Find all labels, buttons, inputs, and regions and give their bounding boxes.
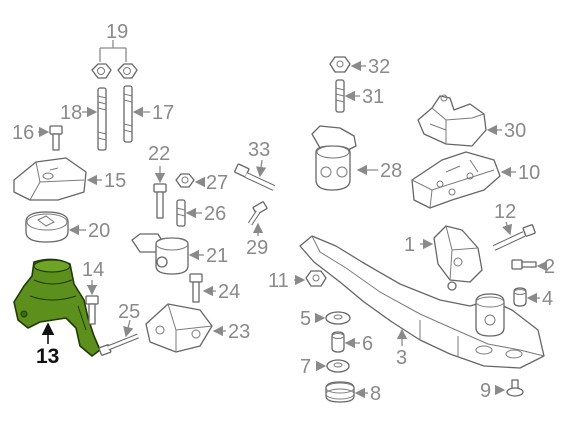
part-15-bracket[interactable] <box>13 157 87 201</box>
callout-23[interactable]: 23 <box>228 321 250 343</box>
part-11-nut[interactable] <box>305 270 327 287</box>
callout-8[interactable]: 8 <box>370 383 381 405</box>
part-31-stud[interactable] <box>335 79 345 113</box>
callout-16[interactable]: 16 <box>12 122 34 144</box>
part-12-bolt[interactable] <box>492 224 536 251</box>
callout-25[interactable]: 25 <box>118 301 140 323</box>
part-16-bolt[interactable] <box>49 125 63 151</box>
part-26-stud[interactable] <box>176 199 186 227</box>
callout-5[interactable]: 5 <box>300 308 311 330</box>
callout-7[interactable]: 7 <box>300 356 311 378</box>
part-3-rear-mount[interactable] <box>475 293 505 337</box>
part-29-bolt[interactable] <box>247 201 268 226</box>
part-6-bushing[interactable] <box>331 331 345 353</box>
callout-32[interactable]: 32 <box>368 56 390 78</box>
callout-31[interactable]: 31 <box>362 86 384 108</box>
callout-13[interactable]: 13 <box>36 345 59 368</box>
callout-29[interactable]: 29 <box>246 237 268 259</box>
callout-22[interactable]: 22 <box>148 143 170 165</box>
part-8-insulator[interactable] <box>325 381 355 403</box>
part-25-bolt[interactable] <box>98 333 139 356</box>
part-30-bracket[interactable] <box>417 94 487 147</box>
callout-21[interactable]: 21 <box>206 245 228 267</box>
part-19-nuts[interactable] <box>91 63 138 79</box>
callout-19[interactable]: 19 <box>106 21 128 43</box>
part-14-bolt[interactable] <box>85 295 99 325</box>
part-13-engine-mount[interactable] <box>13 258 101 357</box>
part-20-pad[interactable] <box>25 211 69 243</box>
part-27-nut[interactable] <box>175 173 195 188</box>
callout-4[interactable]: 4 <box>542 288 553 310</box>
callout-9[interactable]: 9 <box>480 380 491 402</box>
part-21-mount[interactable] <box>131 233 189 275</box>
part-22-bolt[interactable] <box>153 183 167 219</box>
callout-1[interactable]: 1 <box>404 234 415 256</box>
part-18-stud[interactable] <box>97 87 107 151</box>
callout-30[interactable]: 30 <box>504 120 526 142</box>
part-24-bolt[interactable] <box>189 273 203 303</box>
callout-26[interactable]: 26 <box>204 203 226 225</box>
callout-2[interactable]: 2 <box>544 256 555 278</box>
part-7-washer[interactable] <box>326 359 350 373</box>
callout-10[interactable]: 10 <box>518 162 540 184</box>
callout-3[interactable]: 3 <box>396 347 407 369</box>
leader-19 <box>99 40 127 62</box>
part-28-mount[interactable] <box>311 125 357 191</box>
callout-28[interactable]: 28 <box>380 160 402 182</box>
leader-33 <box>255 159 267 178</box>
callout-24[interactable]: 24 <box>218 281 240 303</box>
part-9-pin[interactable] <box>506 379 524 397</box>
leader-12 <box>502 221 513 236</box>
callout-18[interactable]: 18 <box>60 102 82 124</box>
part-23-bracket[interactable] <box>145 303 213 353</box>
part-5-washer[interactable] <box>325 311 351 325</box>
part-2-bolt[interactable] <box>511 259 537 270</box>
callout-11[interactable]: 11 <box>268 270 289 292</box>
callout-33[interactable]: 33 <box>248 139 270 161</box>
part-1-bracket[interactable] <box>433 225 483 291</box>
callout-27[interactable]: 27 <box>206 172 228 194</box>
part-17-stud[interactable] <box>123 85 133 143</box>
part-33-bolt[interactable] <box>234 163 276 191</box>
callout-15[interactable]: 15 <box>104 170 126 192</box>
leader-25 <box>123 319 134 338</box>
part-32-nut[interactable] <box>329 56 351 73</box>
part-10-bracket[interactable] <box>411 151 501 209</box>
part-4-sleeve[interactable] <box>513 287 527 307</box>
callout-17[interactable]: 17 <box>152 102 174 124</box>
callout-12[interactable]: 12 <box>494 201 516 223</box>
callout-14[interactable]: 14 <box>82 259 104 281</box>
callout-6[interactable]: 6 <box>362 333 373 355</box>
callout-20[interactable]: 20 <box>88 220 110 242</box>
